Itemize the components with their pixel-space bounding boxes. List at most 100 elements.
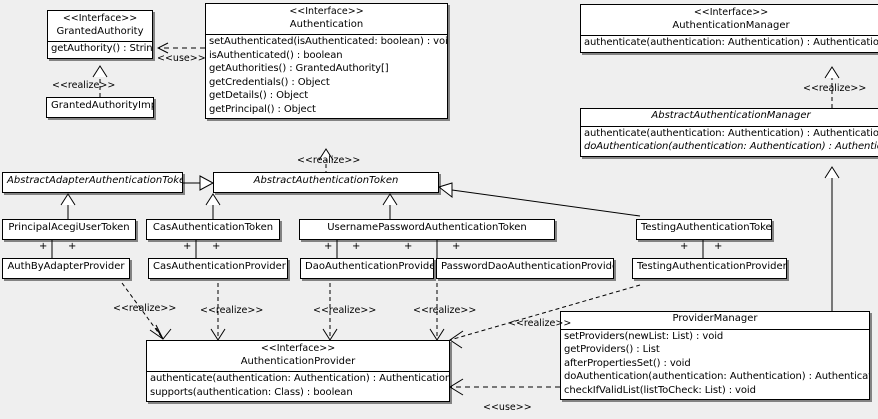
class-header: ProviderManager	[561, 312, 869, 329]
operation: authenticate(authentication: Authenticat…	[584, 127, 878, 139]
class-name: GrantedAuthorityImpl	[51, 100, 154, 111]
operation: authenticate(authentication: Authenticat…	[584, 37, 878, 49]
class-name: CasAuthenticationToken	[152, 222, 274, 233]
label-realize-abstract-authentication-manager: <<realize>>	[803, 83, 867, 94]
class-header: PrincipalAcegiUserToken	[3, 220, 135, 239]
association-visibility-marker: +	[352, 241, 361, 252]
class-password-dao-authentication-provider[interactable]: PasswordDaoAuthenticationProvider	[436, 258, 614, 279]
class-name: GrantedAuthority	[56, 25, 144, 37]
class-header: CasAuthenticationProvider	[149, 259, 287, 278]
class-dao-authentication-provider[interactable]: DaoAuthenticationProvider	[300, 258, 434, 279]
operation: doAuthentication(authentication: Authent…	[584, 141, 878, 152]
class-name: AbstractAuthenticationToken	[253, 175, 399, 186]
operation: getPrincipal() : Object	[209, 103, 316, 115]
association-visibility-marker: +	[68, 241, 77, 252]
class-header: AbstractAuthenticationToken	[214, 173, 438, 192]
association-visibility-marker: +	[452, 241, 461, 252]
class-name: AbstractAdapterAuthenticationToken	[7, 175, 183, 186]
class-name: ProviderManager	[672, 313, 758, 324]
class-name: DaoAuthenticationProvider	[305, 261, 434, 272]
stereotype-label: <<Interface>>	[693, 7, 769, 18]
class-testing-authentication-token[interactable]: TestingAuthenticationToken	[636, 219, 772, 240]
stereotype-label: <<Interface>>	[289, 6, 364, 17]
operations-compartment: setAuthenticated(isAuthenticated: boolea…	[206, 34, 447, 118]
class-header: PasswordDaoAuthenticationProvider	[437, 259, 613, 278]
class-provider-manager[interactable]: ProviderManager setProviders(newList: Li…	[560, 311, 870, 400]
label-realize-abstract-authentication-token: <<realize>>	[297, 155, 361, 166]
class-header: DaoAuthenticationProvider	[301, 259, 433, 278]
label-realize-cas-authentication-provider: <<realize>>	[200, 305, 264, 316]
operations-compartment: authenticate(authentication: Authenticat…	[147, 371, 449, 401]
class-header: UsernamePasswordAuthenticationToken	[300, 220, 554, 239]
association-visibility-marker: +	[324, 241, 333, 252]
operation: supports(authentication: Class) : boolea…	[150, 386, 353, 398]
class-principal-acegi-user-token[interactable]: PrincipalAcegiUserToken	[2, 219, 136, 240]
association-visibility-marker: +	[183, 241, 192, 252]
class-granted-authority-impl[interactable]: GrantedAuthorityImpl	[46, 97, 154, 118]
class-name: AbstractAuthenticationManager	[651, 110, 811, 121]
operation: getCredentials() : Object	[209, 76, 330, 88]
label-realize-dao-authentication-provider: <<realize>>	[313, 305, 377, 316]
class-header: <<Interface>> AuthenticationManager	[581, 5, 878, 35]
class-header: AuthByAdapterProvider	[3, 259, 129, 278]
class-name: AuthByAdapterProvider	[7, 261, 125, 272]
class-username-password-authentication-token[interactable]: UsernamePasswordAuthenticationToken	[299, 219, 555, 240]
class-header: TestingAuthenticationToken	[637, 220, 771, 239]
operation: setProviders(newList: List) : void	[564, 330, 724, 342]
label-use-provider-manager: <<use>>	[483, 402, 532, 413]
operation: isAuthenticated() : boolean	[209, 49, 343, 61]
label-realize-granted-authority-impl: <<realize>>	[52, 80, 116, 91]
class-header: <<Interface>> Authentication	[206, 4, 447, 34]
operation: getProviders() : List	[564, 344, 660, 355]
class-name: UsernamePasswordAuthenticationToken	[327, 222, 527, 233]
class-abstract-authentication-token[interactable]: AbstractAuthenticationToken	[213, 172, 439, 193]
class-authentication-manager[interactable]: <<Interface>> AuthenticationManager auth…	[580, 4, 878, 53]
class-name: CasAuthenticationProvider	[153, 261, 286, 272]
class-authentication-provider[interactable]: <<Interface>> AuthenticationProvider aut…	[146, 340, 450, 403]
operation: getAuthority() : String	[51, 43, 153, 55]
class-testing-authentication-provider[interactable]: TestingAuthenticationProvider	[632, 258, 787, 279]
class-granted-authority[interactable]: <<Interface>> GrantedAuthority getAuthor…	[47, 10, 153, 59]
label-use-granted-authority: <<use>>	[157, 53, 206, 64]
operations-compartment: authenticate(authentication: Authenticat…	[581, 125, 878, 156]
class-name: TestingAuthenticationProvider	[637, 261, 787, 272]
class-authentication[interactable]: <<Interface>> Authentication setAuthenti…	[205, 3, 448, 120]
class-name: PasswordDaoAuthenticationProvider	[441, 261, 614, 272]
association-visibility-marker: +	[404, 241, 413, 252]
class-name: AuthenticationManager	[672, 19, 790, 31]
class-header: <<Interface>> AuthenticationProvider	[147, 341, 449, 371]
stereotype-label: <<Interface>>	[62, 13, 138, 24]
operations-compartment: authenticate(authentication: Authenticat…	[581, 35, 878, 52]
class-name: AuthenticationProvider	[240, 355, 356, 367]
class-header: <<Interface>> GrantedAuthority	[48, 11, 152, 41]
class-auth-by-adapter-provider[interactable]: AuthByAdapterProvider	[2, 258, 130, 279]
class-name: TestingAuthenticationToken	[641, 222, 772, 233]
operations-compartment: getAuthority() : String	[48, 41, 152, 58]
class-header: TestingAuthenticationProvider	[633, 259, 786, 278]
class-header: GrantedAuthorityImpl	[47, 98, 153, 117]
label-realize-auth-by-adapter-provider: <<realize>>	[113, 303, 177, 314]
operation: doAuthentication(authentication: Authent…	[564, 371, 870, 382]
label-realize-password-dao-authentication-provider: <<realize>>	[413, 305, 477, 316]
label-realize-testing-authentication-provider: <<realize>>	[508, 318, 572, 329]
association-visibility-marker: +	[714, 241, 723, 252]
operations-compartment: setProviders(newList: List) : void getPr…	[561, 328, 870, 400]
class-cas-authentication-token[interactable]: CasAuthenticationToken	[146, 219, 280, 240]
operation: afterPropertiesSet() : void	[564, 357, 691, 369]
class-header: CasAuthenticationToken	[147, 220, 279, 239]
operation: getDetails() : Object	[209, 90, 309, 102]
class-name: PrincipalAcegiUserToken	[8, 222, 130, 233]
stereotype-label: <<Interface>>	[260, 343, 336, 354]
operation: checkIfValidList(listToCheck: List) : vo…	[564, 384, 756, 396]
class-abstract-adapter-authentication-token[interactable]: AbstractAdapterAuthenticationToken	[2, 172, 183, 193]
association-visibility-marker: +	[680, 241, 689, 252]
association-visibility-marker: +	[212, 241, 221, 252]
class-header: AbstractAdapterAuthenticationToken	[3, 173, 182, 192]
class-cas-authentication-provider[interactable]: CasAuthenticationProvider	[148, 258, 288, 279]
operation: authenticate(authentication: Authenticat…	[150, 373, 450, 385]
class-abstract-authentication-manager[interactable]: AbstractAuthenticationManager authentica…	[580, 108, 878, 157]
class-header: AbstractAuthenticationManager	[581, 109, 878, 126]
operation: setAuthenticated(isAuthenticated: boolea…	[209, 36, 448, 48]
class-name: Authentication	[289, 18, 364, 30]
